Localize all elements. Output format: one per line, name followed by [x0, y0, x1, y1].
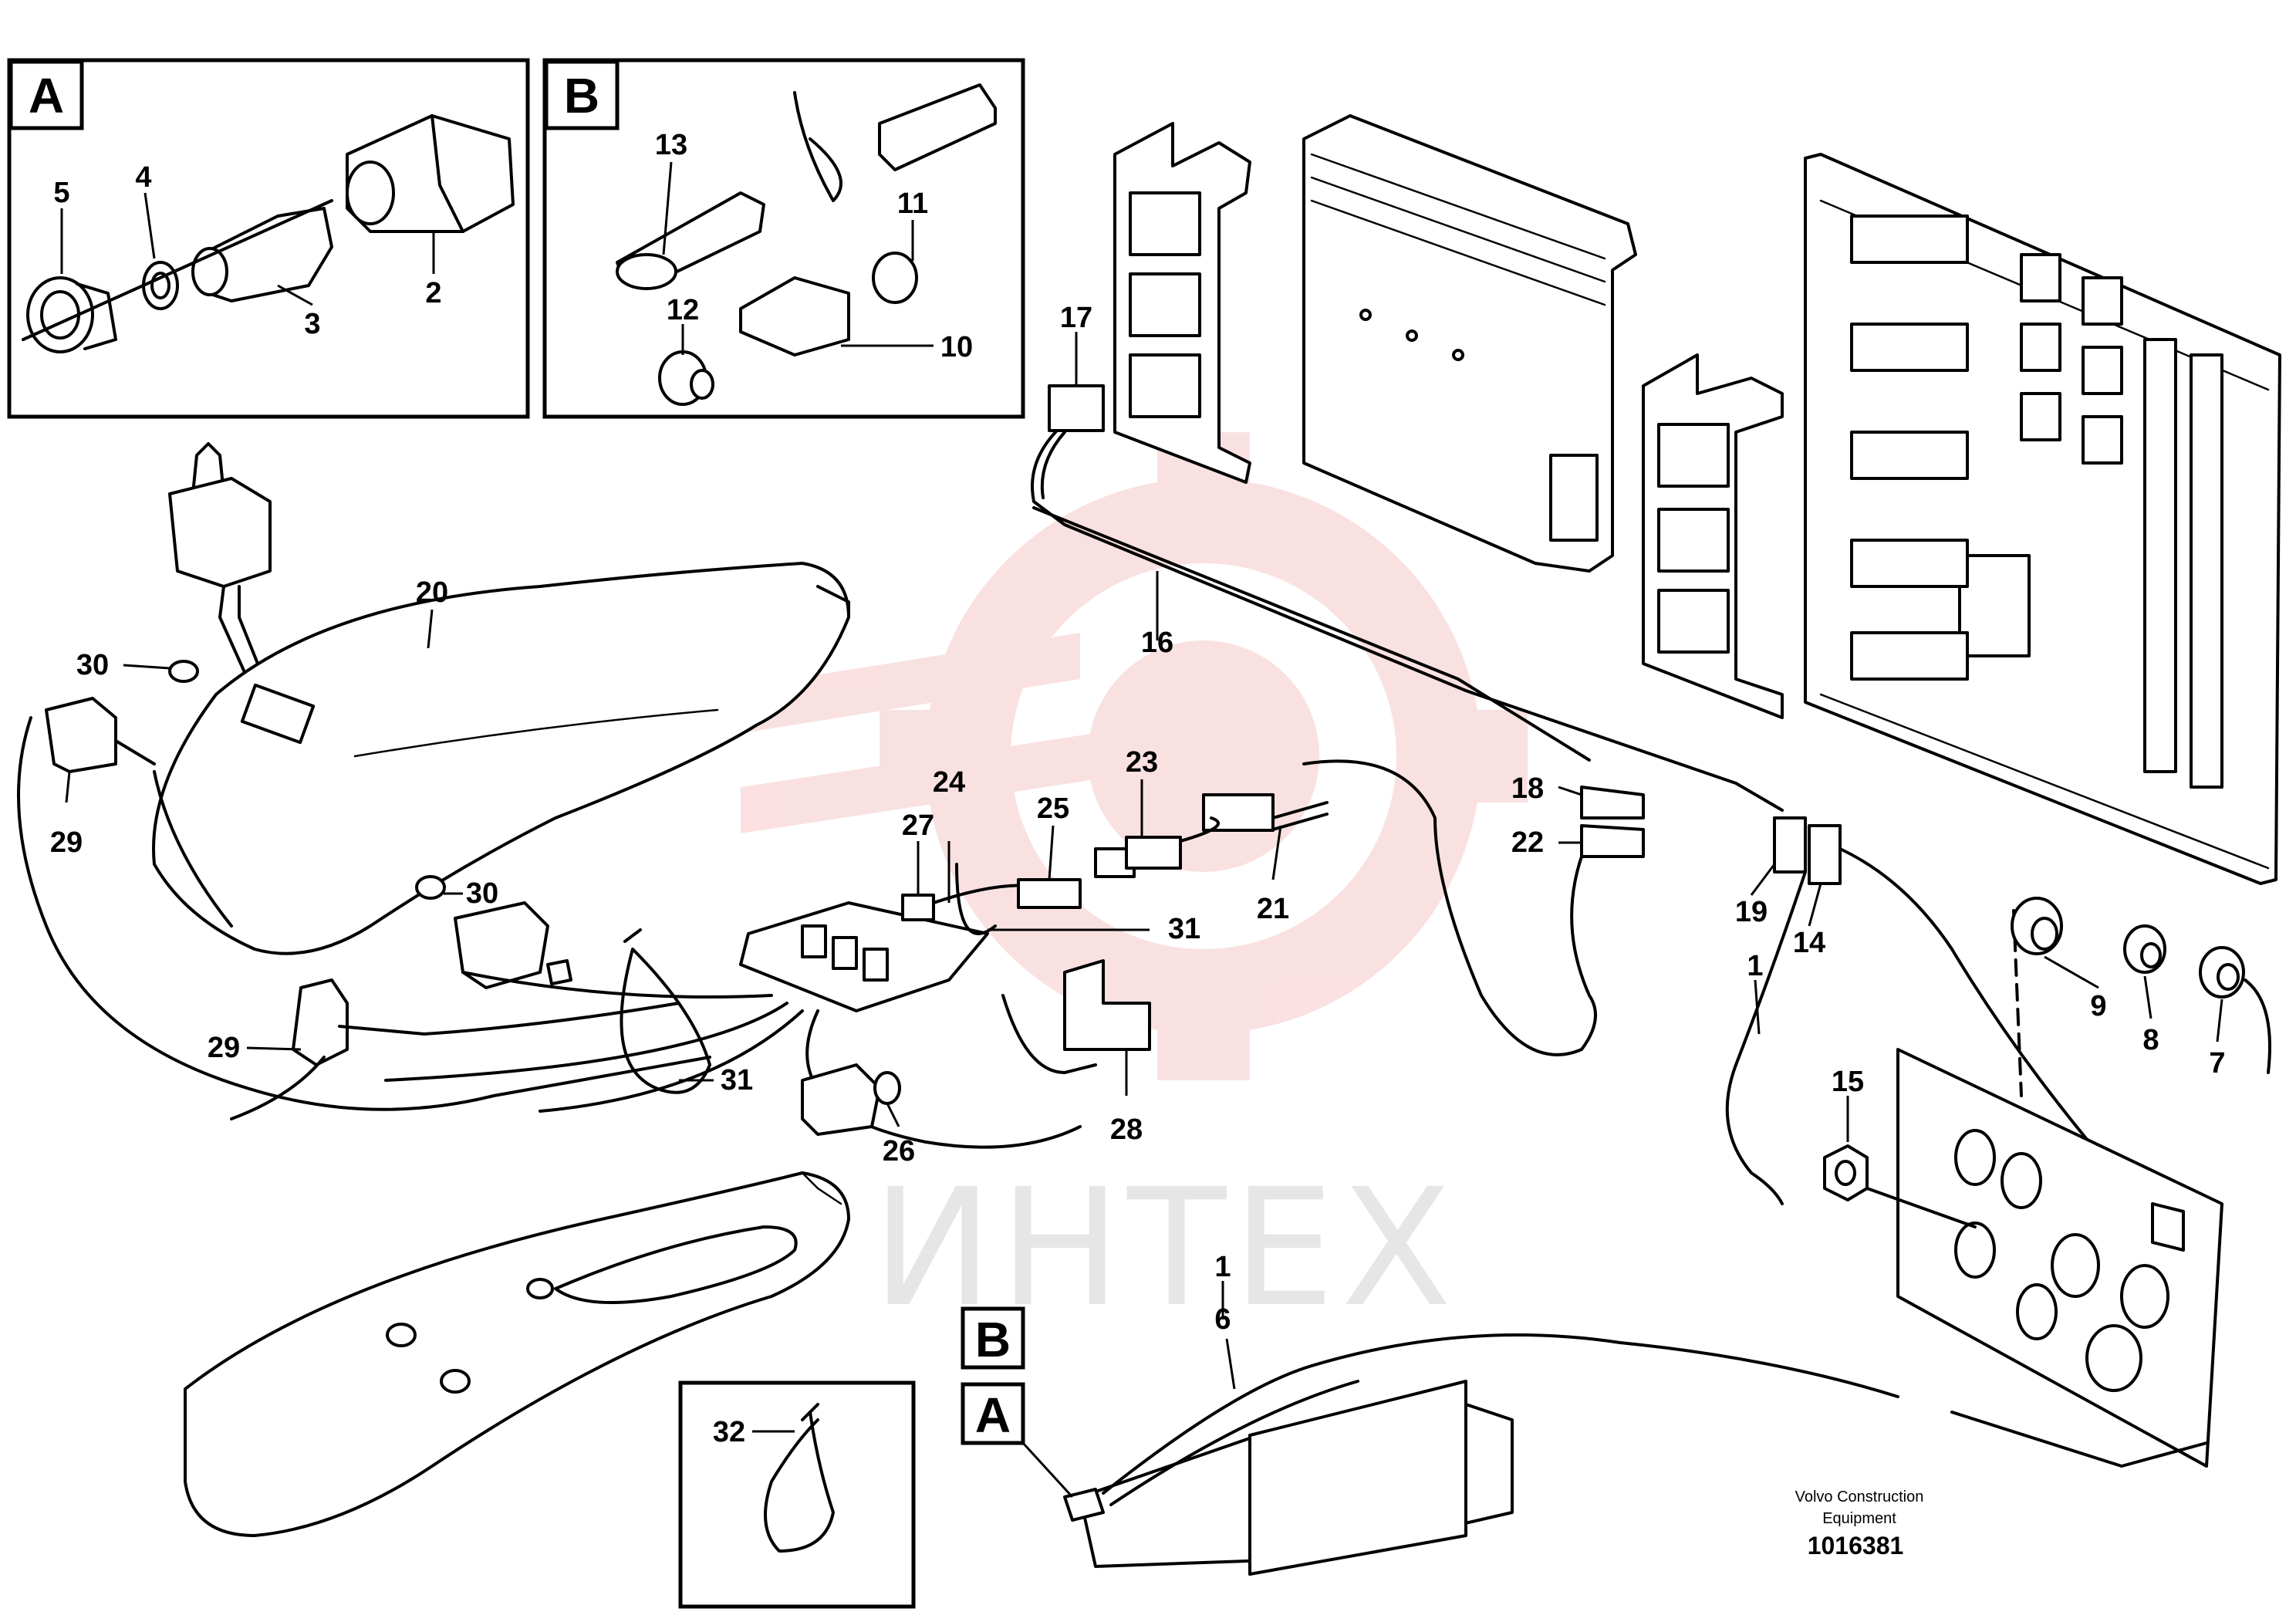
cover-panel-20: [152, 562, 850, 955]
callout-10: 10: [940, 331, 973, 363]
callout-6: 6: [1214, 1303, 1231, 1336]
credit-line-2: Equipment: [1822, 1510, 1896, 1527]
callout-30-lower: 30: [466, 877, 498, 910]
inset-a-parts: [22, 114, 515, 353]
callout-16: 16: [1141, 627, 1173, 659]
callout-29-upper: 29: [50, 826, 83, 859]
connector-leads-left: [17, 697, 711, 1120]
side-panel: [1896, 909, 2223, 1468]
inset-b-letter: B: [564, 68, 599, 123]
callout-27: 27: [902, 809, 934, 842]
inset-b-leaders: [662, 161, 934, 355]
callout-labels: 5 4 3 2 13 11 12 10 17 16 20 30 30 29 29…: [50, 129, 2226, 1448]
watermark-text: ИНТЕХ: [872, 1154, 1458, 1343]
rocker-switch: [454, 901, 572, 989]
callout-32: 32: [713, 1416, 745, 1448]
connector-18-22: [1302, 759, 1645, 1056]
cable-tie-32-icon: [764, 1403, 835, 1553]
push-button-switch: [168, 442, 272, 696]
bottom-module: [1063, 1333, 1899, 1576]
inset-a-leaders: [60, 192, 435, 306]
callout-31-upper: 31: [1168, 913, 1200, 945]
callout-9: 9: [2090, 990, 2106, 1022]
callout-3: 3: [304, 308, 320, 340]
mounting-bracket-right: [1642, 353, 1784, 719]
callout-23: 23: [1126, 746, 1158, 779]
callout-28: 28: [1110, 1113, 1143, 1146]
cable-tie-31: [620, 928, 711, 1094]
callout-31-lower: 31: [721, 1064, 753, 1097]
callout-14: 14: [1793, 927, 1825, 959]
callout-13: 13: [655, 129, 687, 161]
callout-18: 18: [1511, 772, 1544, 805]
callout-1-right: 1: [1747, 950, 1763, 982]
connector-28: [1001, 959, 1151, 1074]
callout-12: 12: [667, 294, 699, 326]
callout-4: 4: [135, 161, 151, 194]
ref-box-a-letter: A: [975, 1387, 1011, 1443]
callout-20: 20: [416, 576, 448, 609]
document-number: 1016381: [1808, 1532, 1904, 1559]
callout-30-upper: 30: [76, 649, 109, 681]
callout-5: 5: [53, 177, 69, 209]
callout-22: 22: [1511, 826, 1544, 859]
lower-tray: [184, 1171, 850, 1537]
inset-tie-frame: [678, 1380, 916, 1609]
grommets-7-8-9: [2011, 897, 2271, 1074]
ref-box-b-letter: B: [975, 1312, 1011, 1367]
connector-19-14: [1725, 816, 2169, 1221]
callout-25: 25: [1037, 792, 1069, 825]
small-parts-30: [168, 660, 446, 900]
callout-11: 11: [897, 188, 928, 220]
callout-29-lower: 29: [208, 1032, 240, 1064]
credit-line-1: Volvo Construction: [1795, 1489, 1924, 1505]
callout-21: 21: [1257, 893, 1289, 925]
callout-7: 7: [2209, 1047, 2225, 1080]
harness-lines-center: [384, 971, 1082, 1149]
callout-leaders: [65, 332, 2223, 1433]
callout-8: 8: [2142, 1024, 2159, 1056]
callout-26: 26: [883, 1135, 915, 1168]
callout-15: 15: [1832, 1066, 1864, 1098]
circuit-board: [1804, 153, 2281, 885]
mounting-bracket-left: [1113, 122, 1251, 484]
ref-box-b: B: [961, 1306, 1025, 1370]
control-unit-housing: [1302, 114, 1637, 573]
harness-junction: [739, 793, 1329, 1012]
nut-15: [1823, 1144, 1977, 1228]
cable-harness-16: [1031, 384, 1784, 812]
credit-block: Volvo Construction Equipment 1016381: [1795, 1489, 1924, 1559]
connector-26: [801, 1063, 901, 1136]
callout-1-bottom: 1: [1214, 1251, 1231, 1283]
callout-19: 19: [1735, 896, 1768, 928]
callout-2: 2: [425, 277, 441, 309]
inset-b-parts: [616, 83, 997, 406]
inset-a-letter: A: [29, 68, 64, 123]
callout-24: 24: [933, 766, 965, 799]
ref-box-a: A: [961, 1382, 1074, 1499]
callout-17: 17: [1060, 302, 1092, 334]
